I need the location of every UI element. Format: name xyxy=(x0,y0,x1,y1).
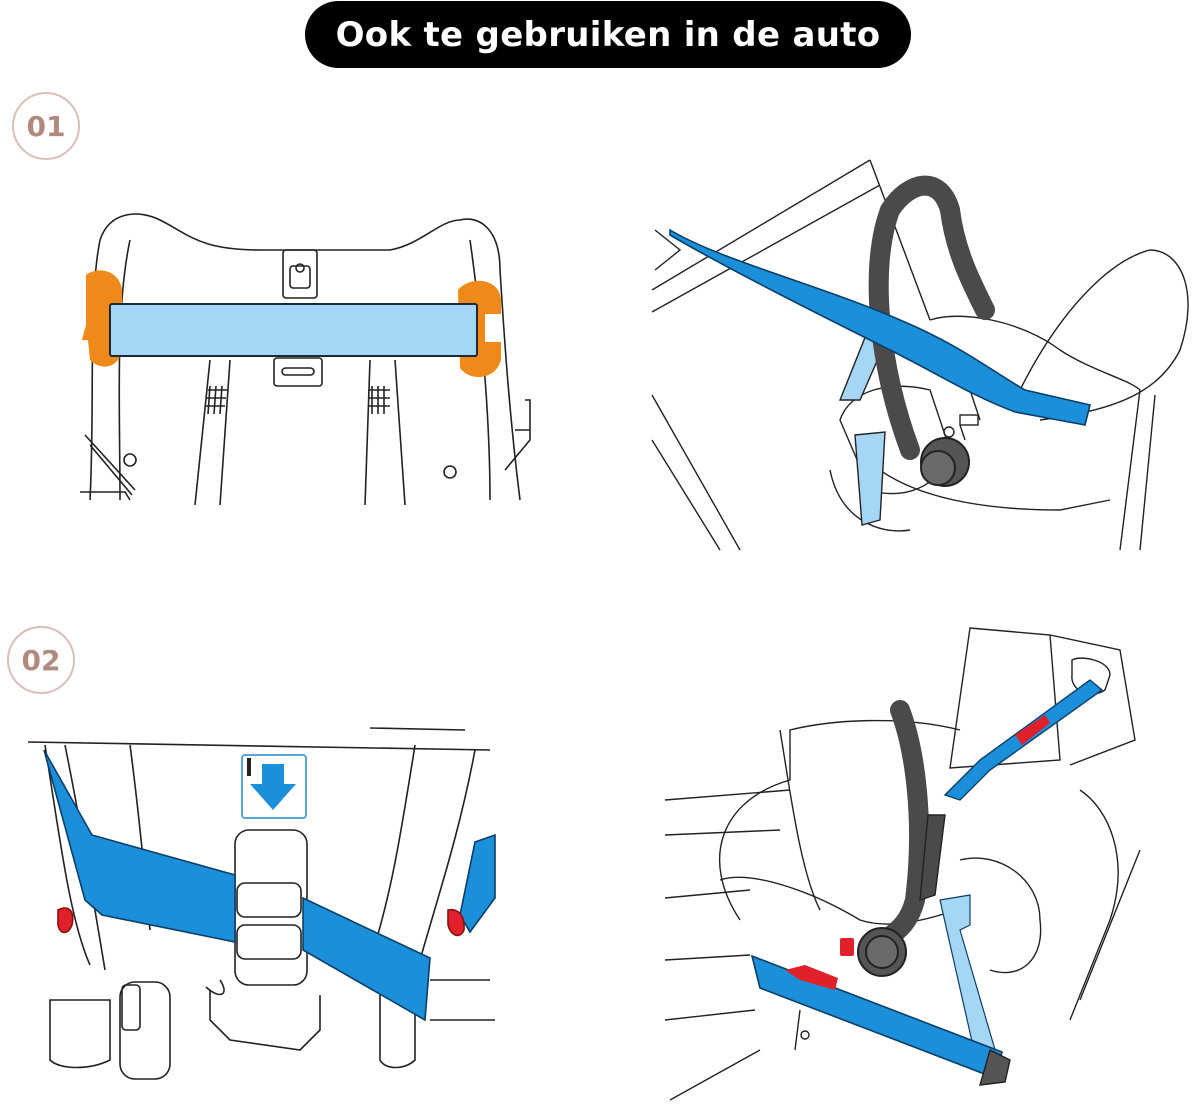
step1-front-illustration xyxy=(60,200,540,520)
step2-front-illustration xyxy=(20,720,500,1110)
step2-car-illustration xyxy=(660,620,1200,1110)
step1-car-illustration xyxy=(640,150,1200,560)
step-badge-02: 02 xyxy=(7,626,75,694)
step-badge-01: 01 xyxy=(12,92,80,160)
page-title: Ook te gebruiken in de auto xyxy=(305,1,911,68)
